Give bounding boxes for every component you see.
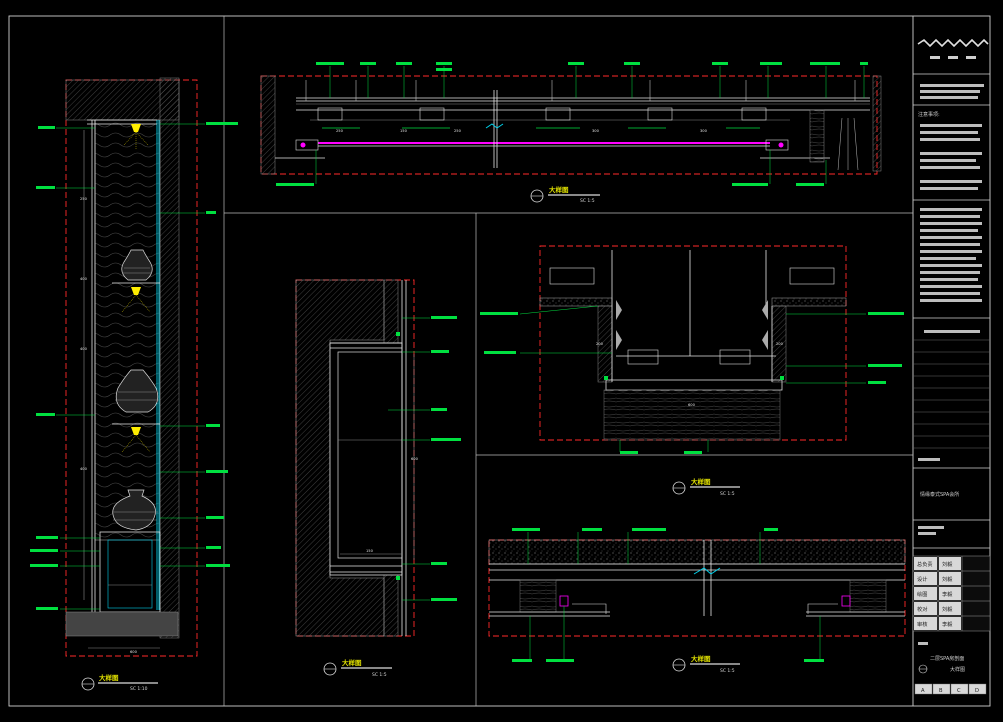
sheet-name: 二层SPA房剖面: [930, 655, 964, 662]
svg-text:400: 400: [80, 467, 88, 471]
svg-text:400: 400: [80, 277, 88, 281]
detail-3-scale: SC 1:5: [372, 672, 387, 678]
role-label: 总负责: [917, 560, 933, 568]
stamp-cell: B: [939, 688, 943, 694]
notes-heading: 注意事项:: [918, 111, 940, 118]
role-label: 绘图: [917, 590, 927, 598]
detail-2-title: 大样图: [549, 185, 569, 194]
svg-text:250: 250: [454, 129, 462, 133]
detail-1-scale: SC 1:10: [130, 686, 148, 692]
roles-table: 总负责 刘毅 设计 刘毅 绘图 李毅 校对 刘毅 审核 李毅: [912, 555, 991, 632]
detail-3-title: 大样图: [342, 658, 362, 667]
role-name: 刘毅: [942, 575, 953, 583]
svg-text:600: 600: [411, 457, 419, 461]
stamp-cell: A: [921, 688, 925, 694]
svg-text:150: 150: [400, 129, 408, 133]
role-label: 设计: [917, 575, 927, 583]
detail-2-scale: SC 1:5: [580, 198, 595, 204]
svg-text:300: 300: [592, 129, 600, 133]
role-label: 审核: [917, 620, 927, 628]
detail-1-shelf-elevation: 600 250 400 400 400 大样图 SC 1:10: [30, 77, 238, 692]
svg-text:200: 200: [596, 342, 604, 346]
detail-4-title: 大样图: [691, 477, 711, 486]
stamp-row: A B C D: [914, 683, 987, 695]
spotlight-icon: [121, 427, 151, 453]
detail-4-scale: SC 1:5: [720, 491, 735, 497]
role-name: 刘毅: [942, 605, 953, 613]
svg-text:600: 600: [130, 650, 138, 654]
sheet-symbol: [918, 664, 928, 674]
role-label: 校对: [917, 605, 927, 613]
detail-2-ceiling-section: 250 150 250 300 300 大样图 SC 1:5: [260, 62, 882, 204]
svg-text:250: 250: [336, 129, 344, 133]
vase-icon: [112, 489, 158, 531]
sheet-subtitle: 大样图: [950, 666, 965, 673]
svg-text:200: 200: [776, 342, 784, 346]
title-block: 注意事项: 情缘泰式SPA会所: [912, 38, 991, 695]
detail-5-scale: SC 1:5: [720, 668, 735, 674]
spotlight-icon: [123, 124, 149, 150]
role-name: 李毅: [942, 620, 953, 628]
company-logo: [917, 38, 989, 59]
svg-text:400: 400: [80, 347, 88, 351]
role-name: 李毅: [942, 590, 953, 598]
svg-text:250: 250: [80, 197, 88, 201]
stamp-cell: C: [957, 688, 961, 694]
project-name: 情缘泰式SPA会所: [920, 491, 959, 498]
detail-3-niche-section: 600 150 大样图 SC 1:5: [295, 279, 461, 678]
stamp-cell: D: [975, 688, 979, 694]
vase-icon: [112, 249, 160, 284]
spotlight-icon: [121, 287, 151, 313]
detail-4-trough-section: 200 200 600 大样图 SC 1:5: [480, 245, 904, 497]
svg-text:300: 300: [700, 129, 708, 133]
detail-1-title: 大样图: [99, 673, 119, 682]
svg-text:150: 150: [366, 549, 374, 553]
sheet-border: [8, 15, 991, 707]
vase-icon: [112, 369, 160, 425]
detail-5-joint-section: 大样图 SC 1:5: [488, 528, 906, 674]
svg-text:600: 600: [688, 403, 696, 407]
detail-5-title: 大样图: [691, 654, 711, 663]
role-name: 刘毅: [942, 560, 953, 568]
